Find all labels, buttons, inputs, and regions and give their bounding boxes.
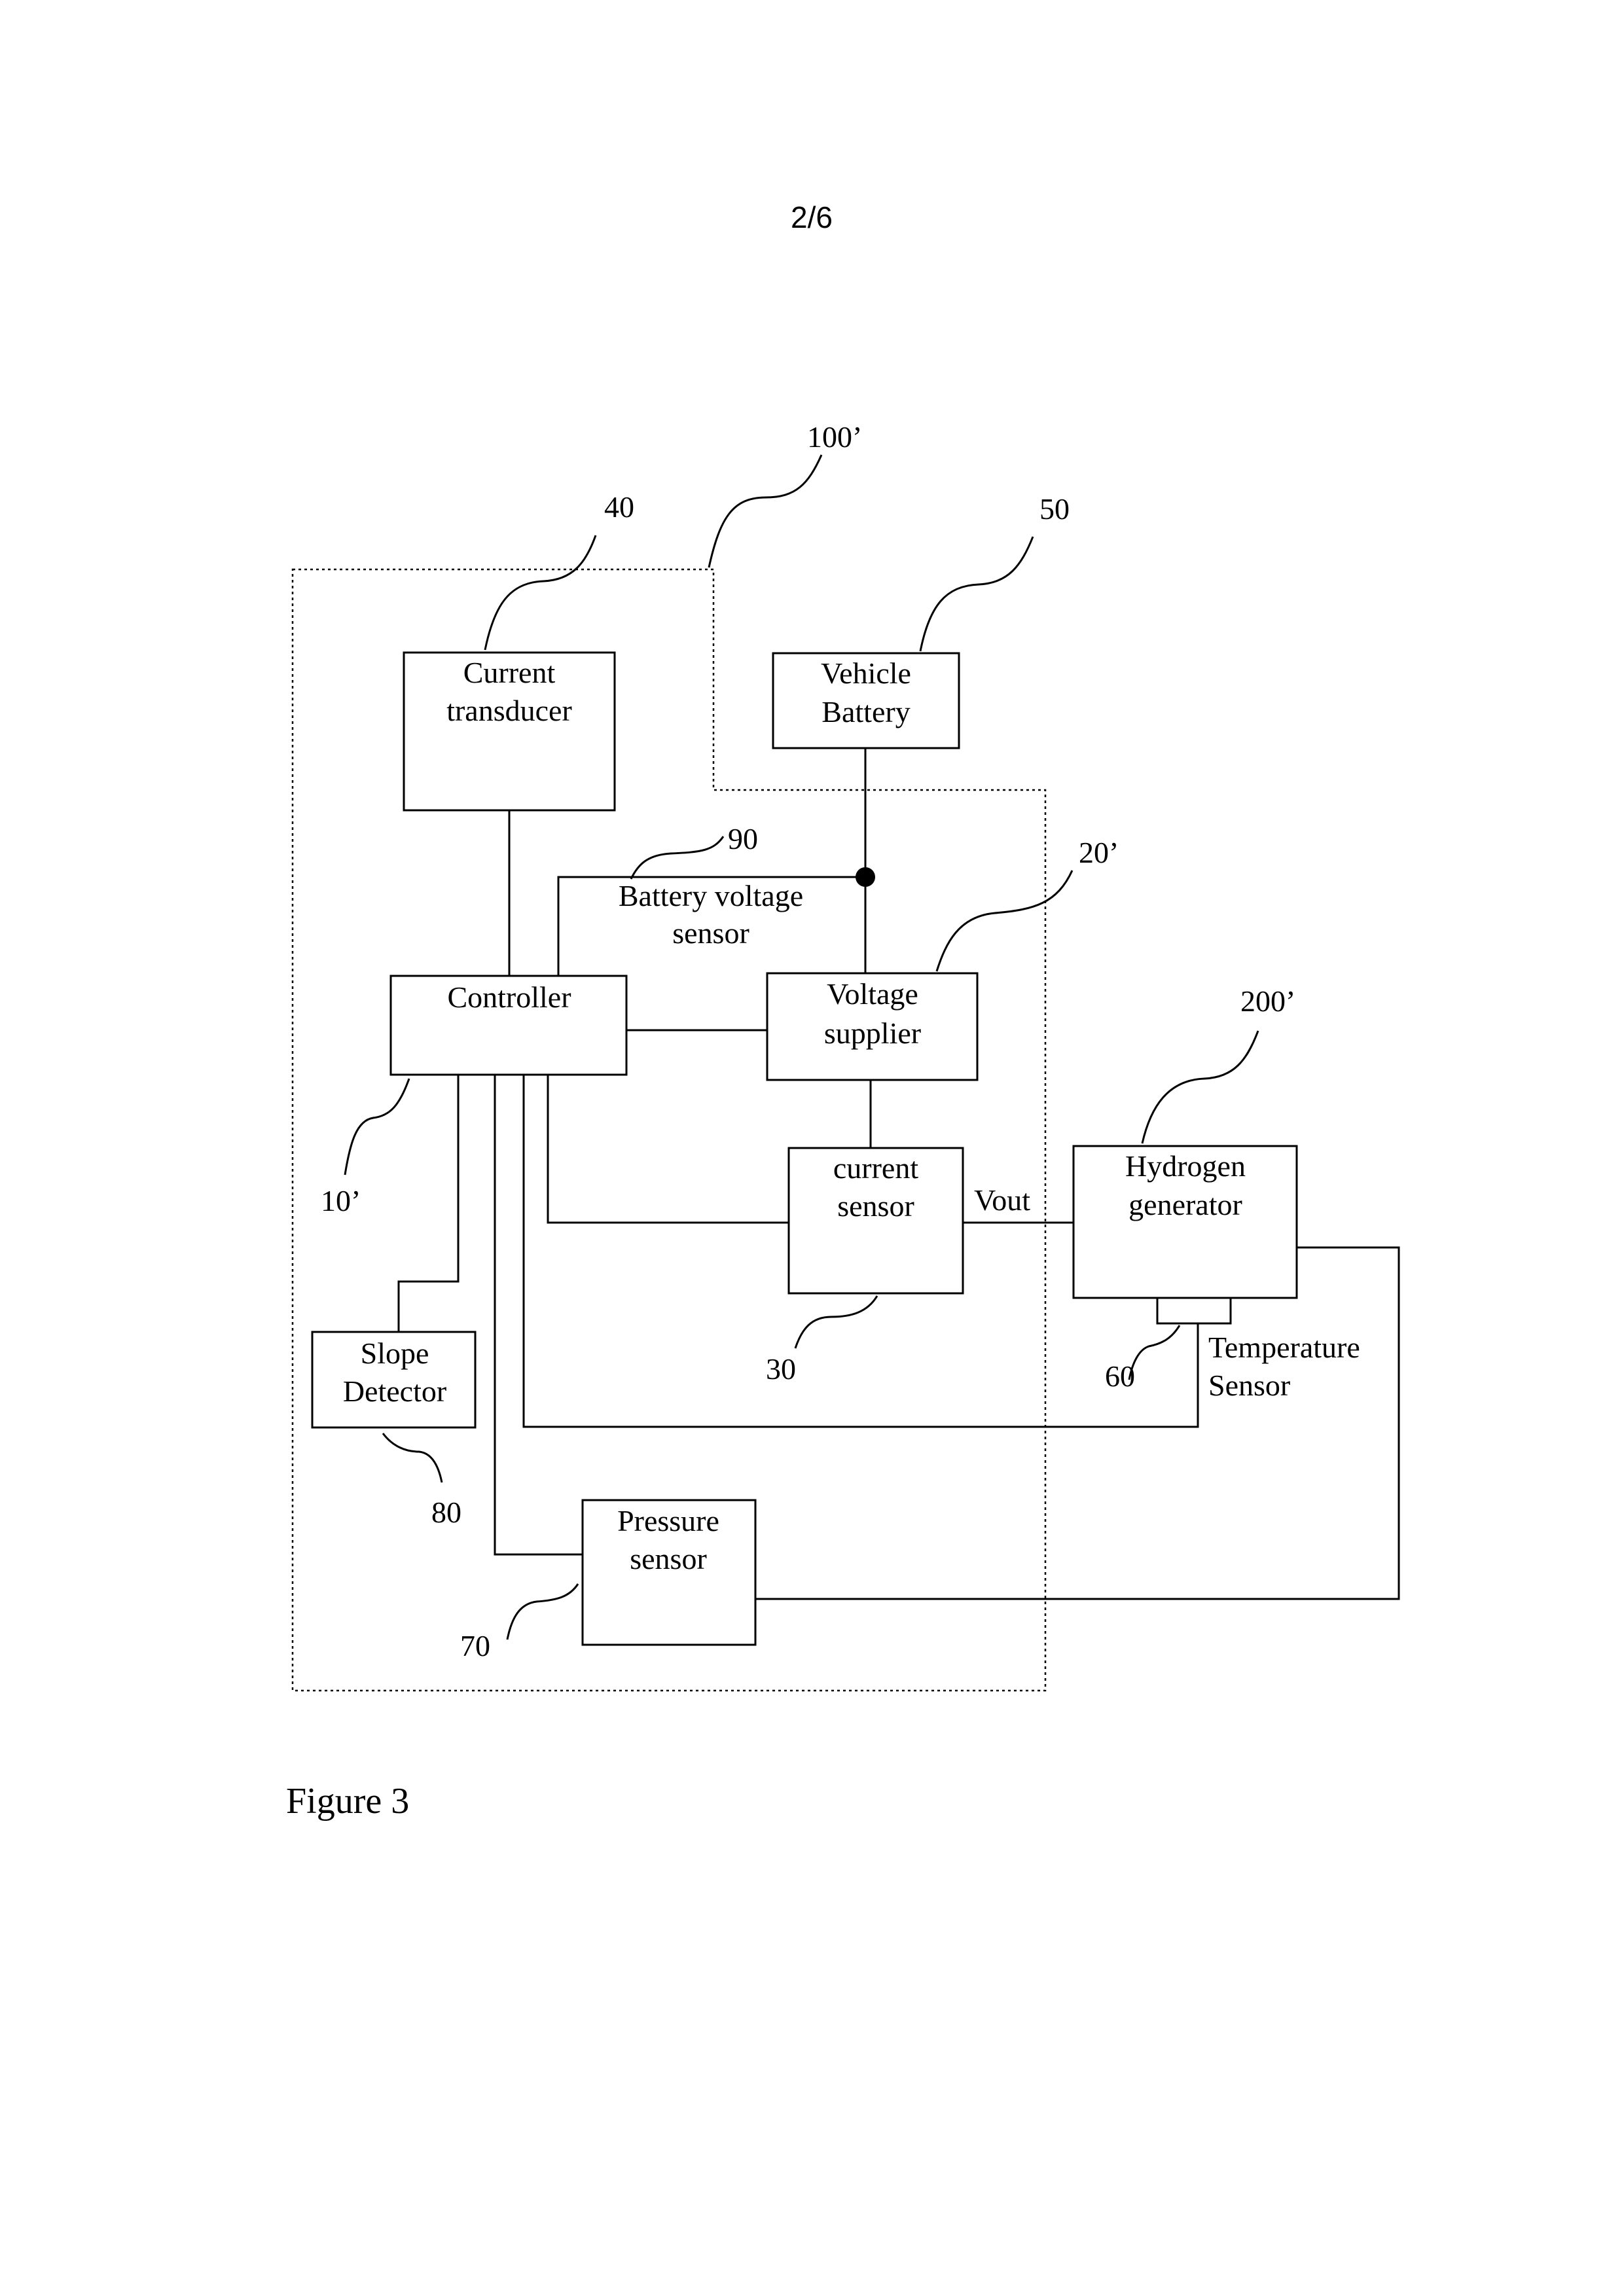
current-transducer-label-1: Current [463,656,556,689]
hydrogen-generator-block: Hydrogen generator [1074,1146,1297,1323]
leader-90 [631,836,723,879]
slope-detector-block: Slope Detector [312,1332,475,1427]
leader-30 [795,1296,877,1348]
ref-30: 30 [766,1352,796,1386]
figure-caption: Figure 3 [286,1781,409,1821]
vout-label: Vout [974,1183,1030,1217]
ref-50: 50 [1039,492,1070,526]
page-number: 2/6 [791,200,833,234]
ref-10: 10’ [321,1184,361,1217]
leader-10 [345,1079,409,1175]
temperature-sensor-element [1157,1298,1231,1323]
vehicle-battery-label-1: Vehicle [821,656,911,690]
current-sensor-label-1: current [833,1151,918,1185]
wire-generator-pressure-sensor [755,1247,1399,1599]
controller-block: Controller [391,976,626,1075]
pressure-sensor-label-1: Pressure [617,1504,719,1537]
pressure-sensor-label-2: sensor [630,1542,707,1575]
ref-80: 80 [431,1496,461,1529]
controller-label: Controller [447,980,571,1014]
leader-70 [507,1584,578,1640]
leader-50 [920,537,1033,651]
ref-40: 40 [604,490,634,524]
wire-controller-current-sensor [548,1075,789,1223]
leader-100 [709,455,821,567]
ref-90: 90 [728,822,758,855]
battery-voltage-sensor-label-2: sensor [672,916,749,950]
vehicle-battery-label-2: Battery [821,695,910,728]
ref-60: 60 [1105,1359,1135,1393]
leader-40 [485,535,596,650]
wire-controller-slope-detector [399,1075,458,1332]
ref-100: 100’ [807,420,862,454]
ref-200: 200’ [1240,984,1295,1018]
junction-dot [856,867,875,887]
leader-20 [937,870,1072,971]
wire-controller-pressure-sensor [495,1075,583,1554]
vehicle-battery-block: Vehicle Battery [773,653,959,748]
leader-200 [1142,1031,1258,1143]
current-sensor-block: current sensor [789,1148,963,1293]
temperature-sensor-label-1: Temperature [1208,1331,1360,1364]
ref-20: 20’ [1079,836,1119,869]
temperature-sensor-label-2: Sensor [1208,1369,1290,1402]
battery-voltage-sensor-label-1: Battery voltage [619,879,803,912]
voltage-supplier-label-2: supplier [824,1016,921,1050]
hydrogen-generator-label-1: Hydrogen [1125,1149,1246,1183]
leader-60 [1129,1325,1180,1380]
pressure-sensor-block: Pressure sensor [583,1500,755,1645]
current-sensor-label-2: sensor [837,1189,914,1223]
ref-70: 70 [460,1629,490,1662]
slope-detector-label-2: Detector [343,1374,446,1408]
voltage-supplier-block: Voltage supplier [767,973,977,1080]
leader-80 [383,1433,442,1482]
slope-detector-label-1: Slope [361,1336,429,1370]
current-transducer-block: Current transducer [404,653,615,810]
voltage-supplier-label-1: Voltage [827,977,918,1011]
current-transducer-label-2: transducer [446,694,572,727]
hydrogen-generator-label-2: generator [1128,1188,1242,1221]
